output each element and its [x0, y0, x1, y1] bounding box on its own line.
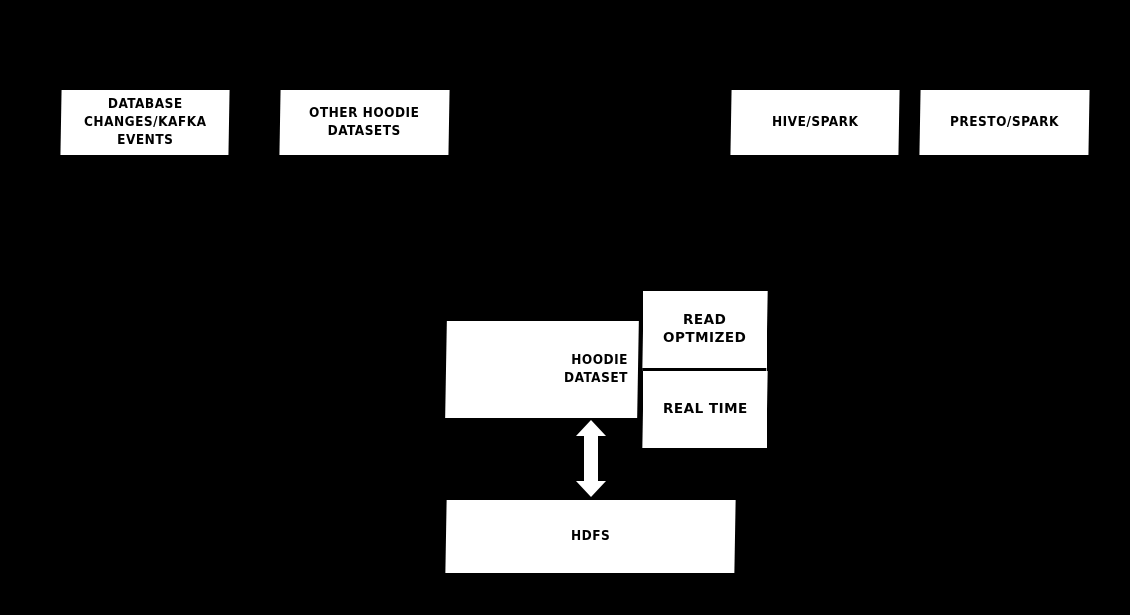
node-label: PRESTO/SPARK [950, 114, 1059, 131]
node-label: HOODIE DATASET [564, 352, 628, 387]
node-label: OTHER HOODIE DATASETS [309, 105, 420, 140]
node-label: HIVE/SPARK [771, 114, 859, 131]
node-label: HDFS [570, 528, 611, 545]
node-presto-spark[interactable]: PRESTO/SPARK [919, 90, 1090, 155]
node-hdfs[interactable]: HDFS [445, 500, 736, 573]
node-label: READ OPTMIZED [663, 312, 747, 347]
node-other-hoodie-datasets[interactable]: OTHER HOODIE DATASETS [279, 90, 450, 155]
node-hoodie-dataset[interactable]: HOODIE DATASET [445, 321, 639, 418]
node-real-time-view[interactable]: REAL TIME [642, 371, 768, 448]
node-database-changes-kafka-events[interactable]: DATABASE CHANGES/KAFKA EVENTS [60, 90, 230, 155]
node-hive-spark[interactable]: HIVE/SPARK [730, 90, 900, 155]
node-label: REAL TIME [662, 401, 748, 418]
view-stack: READ OPTMIZED REAL TIME [641, 289, 769, 450]
node-read-optimized-view[interactable]: READ OPTMIZED [642, 291, 768, 371]
node-label: DATABASE CHANGES/KAFKA EVENTS [83, 96, 207, 149]
double-headed-arrow-icon [576, 420, 606, 497]
